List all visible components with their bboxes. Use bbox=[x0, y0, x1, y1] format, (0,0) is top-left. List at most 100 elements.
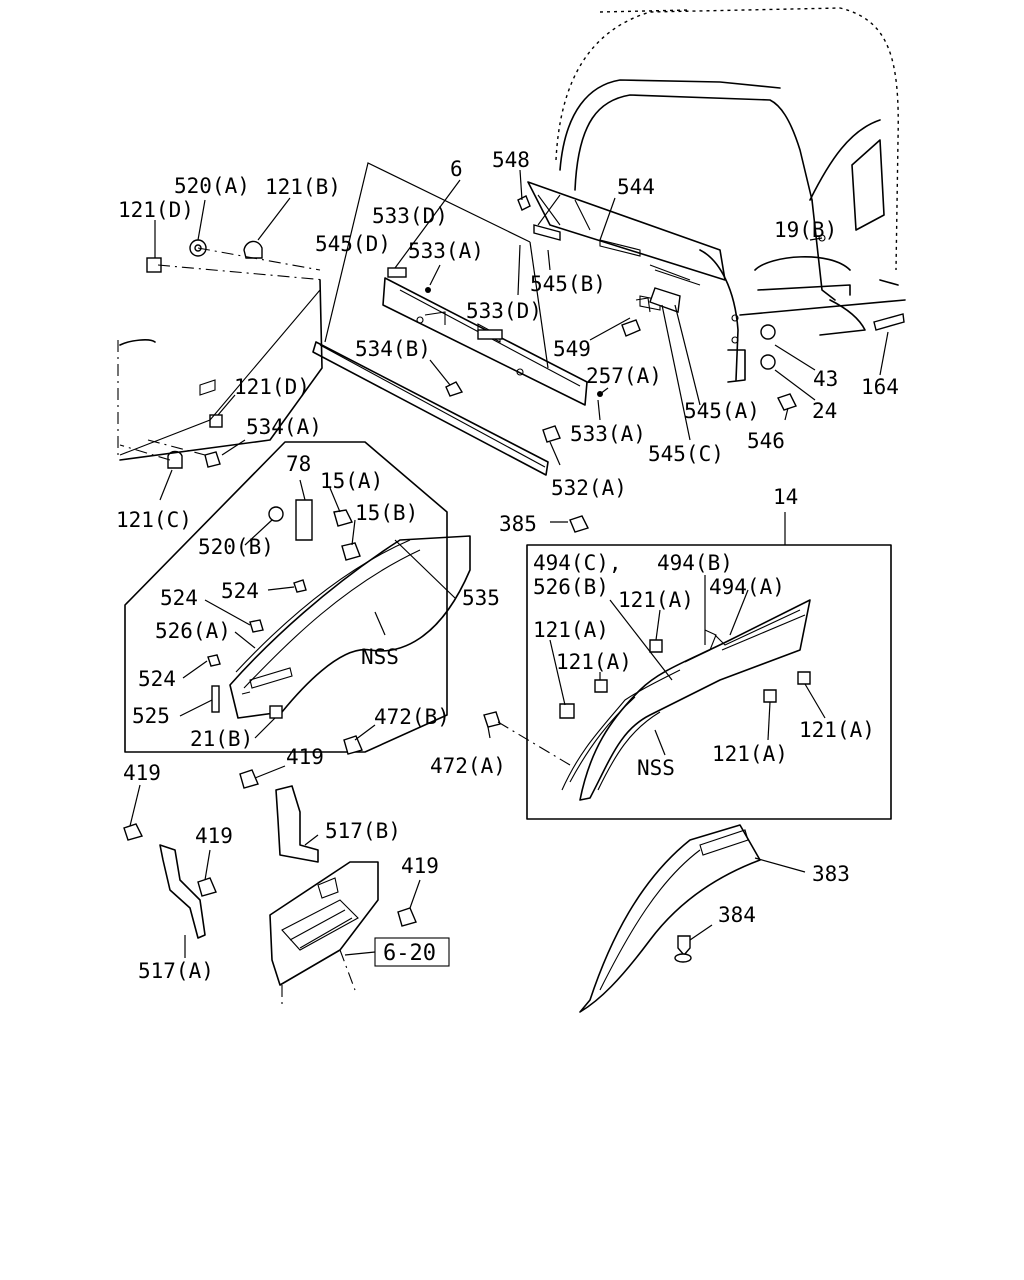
label-121a-5: 121(A) bbox=[799, 718, 875, 742]
label-533d bbox=[387, 267, 407, 278]
label-419-mid: 419 bbox=[286, 745, 324, 769]
label-121a-4: 121(A) bbox=[712, 742, 788, 766]
clip-121d-mid bbox=[209, 414, 223, 428]
step-brackets bbox=[123, 769, 417, 939]
label-534a: 534(A) bbox=[246, 415, 322, 439]
screw-534b bbox=[445, 381, 464, 397]
label-494c: 494(C), bbox=[533, 551, 622, 575]
label-533d-top: 533(D) bbox=[372, 204, 448, 228]
bolt-549 bbox=[621, 319, 641, 337]
label-545a: 545(A) bbox=[684, 399, 760, 423]
door-edge-panel bbox=[117, 247, 326, 461]
bolt-419-low bbox=[197, 877, 217, 897]
label-419-left: 419 bbox=[123, 761, 161, 785]
bolt-384 bbox=[677, 935, 691, 957]
callout-labels: 548 6 544 520(A) 121(B) 121(D) 533(D) 54… bbox=[116, 148, 899, 983]
leader-lines bbox=[129, 169, 889, 958]
bracket-545a bbox=[649, 287, 681, 313]
label-121d-mid: 121(D) bbox=[234, 375, 310, 399]
label-524-b: 524 bbox=[160, 586, 198, 610]
label-78: 78 bbox=[286, 452, 311, 476]
label-494a: 494(A) bbox=[709, 575, 785, 599]
label-164 bbox=[873, 313, 905, 331]
bracket-517b bbox=[275, 785, 319, 863]
nut-520b bbox=[268, 506, 284, 522]
label-545b: 545(B) bbox=[530, 272, 606, 296]
label-526b: 526(B) bbox=[533, 575, 609, 599]
label-385: 385 bbox=[499, 512, 537, 536]
screw-524-b bbox=[249, 619, 264, 633]
grommet-121b bbox=[243, 240, 263, 259]
bolt-15b bbox=[341, 542, 361, 561]
label-533a-bot: 533(A) bbox=[570, 422, 646, 446]
label-517a: 517(A) bbox=[138, 959, 214, 983]
screw-524-a bbox=[293, 579, 307, 593]
label-21b: 21(B) bbox=[190, 727, 253, 751]
screw-472b bbox=[343, 735, 363, 755]
label-43: 43 bbox=[813, 367, 838, 391]
label-533d-mid: 533(D) bbox=[466, 299, 542, 323]
label-121a-3: 121(A) bbox=[556, 650, 632, 674]
mudguard-assembly-box-14 bbox=[483, 544, 892, 820]
label-419-low: 419 bbox=[195, 824, 233, 848]
screw-472a bbox=[483, 711, 501, 728]
label-121a-2: 121(A) bbox=[533, 618, 609, 642]
label-520b: 520(B) bbox=[198, 535, 274, 559]
cab-shell bbox=[555, 7, 906, 383]
label-548: 548 bbox=[492, 148, 530, 172]
label-121b: 121(B) bbox=[265, 175, 341, 199]
bolt-419-right bbox=[397, 907, 417, 927]
rear-mudguard-383 bbox=[579, 824, 761, 1013]
clip-21b bbox=[269, 705, 283, 719]
label-nss-right: NSS bbox=[637, 756, 675, 780]
label-383: 383 bbox=[812, 862, 850, 886]
screw-532a bbox=[542, 425, 561, 443]
label-15a: 15(A) bbox=[320, 469, 383, 493]
clip-121a-4 bbox=[763, 689, 777, 703]
label-544: 544 bbox=[617, 175, 655, 199]
screw-524-c bbox=[207, 654, 221, 667]
label-164: 164 bbox=[861, 375, 899, 399]
label-534b: 534(B) bbox=[355, 337, 431, 361]
label-472a: 472(A) bbox=[430, 754, 506, 778]
label-257a: 257(A) bbox=[586, 364, 662, 388]
label-15b: 15(B) bbox=[355, 501, 418, 525]
label-535: 535 bbox=[462, 586, 500, 610]
strip-533d bbox=[477, 329, 503, 340]
label-524-c: 524 bbox=[138, 667, 176, 691]
plug-43 bbox=[760, 324, 776, 340]
screw-534a bbox=[204, 451, 221, 468]
bolt-419-left bbox=[123, 823, 144, 841]
front-panel-6 bbox=[312, 162, 588, 476]
label-533a-top: 533(A) bbox=[408, 239, 484, 263]
plug-24 bbox=[760, 354, 776, 370]
label-546: 546 bbox=[747, 429, 785, 453]
label-419-right: 419 bbox=[401, 854, 439, 878]
pin-525 bbox=[211, 685, 220, 713]
label-549: 549 bbox=[553, 337, 591, 361]
label-545c: 545(C) bbox=[648, 442, 724, 466]
screw-385 bbox=[569, 515, 589, 533]
label-121d-top: 121(D) bbox=[118, 198, 194, 222]
label-nss-left: NSS bbox=[361, 645, 399, 669]
step-assembly bbox=[269, 861, 450, 1005]
label-ref-6-20: 6-20 bbox=[383, 941, 436, 966]
label-6: 6 bbox=[450, 157, 463, 181]
bracket-545b bbox=[533, 224, 561, 241]
label-526a: 526(A) bbox=[155, 619, 231, 643]
bracket-517a bbox=[159, 844, 206, 939]
label-14: 14 bbox=[773, 485, 798, 509]
clip-121a-2 bbox=[594, 679, 608, 693]
screw-548 bbox=[517, 195, 531, 211]
label-525: 525 bbox=[132, 704, 170, 728]
label-532a: 532(A) bbox=[551, 476, 627, 500]
upper-fasteners bbox=[146, 195, 905, 469]
bolt-419-mid bbox=[239, 769, 259, 789]
clip-121a-1 bbox=[649, 639, 663, 653]
label-24: 24 bbox=[812, 399, 837, 423]
bolt-15a bbox=[333, 509, 354, 527]
fender-assembly-box-535 bbox=[124, 441, 471, 755]
bolt-546 bbox=[777, 393, 797, 411]
